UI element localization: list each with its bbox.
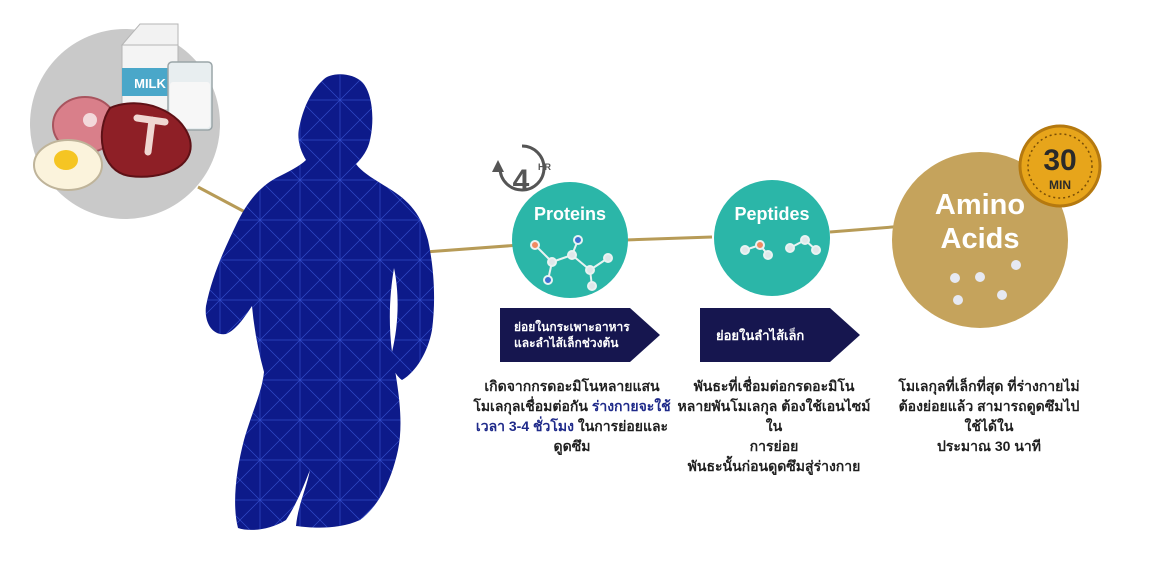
amino-desc-line-3: ใช้ได้ใน bbox=[964, 418, 1014, 434]
peptides-desc-line-4: พันธะนั้นก่อนดูดซึมสู่ร่างกาย bbox=[687, 458, 861, 474]
proteins-title: Proteins bbox=[533, 204, 607, 224]
peptides-title: Peptides bbox=[734, 204, 810, 224]
amino-description: โมเลกุลที่เล็กที่สุด ที่ร่างกายไม่ ต้องย… bbox=[884, 376, 1094, 456]
fried-egg-icon bbox=[33, 139, 103, 191]
amino-title: Amino Acids bbox=[900, 188, 1060, 256]
proteins-arrow-shape bbox=[500, 308, 660, 362]
proteins-badge-number: 4 bbox=[513, 164, 530, 197]
amino-badge-unit: MIN bbox=[1049, 178, 1071, 192]
milk-label: MILK bbox=[134, 76, 166, 91]
peptides-description: พันธะที่เชื่อมต่อกรดอะมิโน หลายพันโมเลกุ… bbox=[676, 376, 872, 476]
proteins-desc-highlight-1: ร่างกายจะใช้ bbox=[591, 398, 671, 414]
proteins-desc-text-2: โมเลกุลเชื่อมต่อกัน bbox=[473, 398, 592, 414]
proteins-desc-text-4: ดูดซึม bbox=[553, 438, 591, 454]
amino-circle bbox=[892, 152, 1068, 328]
four-hour-badge-icon: 4 HR bbox=[492, 144, 551, 197]
steak-icon bbox=[100, 102, 192, 178]
proteins-arrow-line-2: และลำไส้เล็กช่วงต้น bbox=[514, 336, 619, 350]
peptides-arrow-shape bbox=[700, 308, 860, 362]
food-connector bbox=[197, 185, 246, 214]
peptides-molecule-icon bbox=[740, 235, 821, 260]
amino-title-line2: Acids bbox=[940, 223, 1020, 255]
amino-desc-line-1: โมเลกุลที่เล็กที่สุด ที่ร่างกายไม่ bbox=[898, 378, 1080, 394]
proteins-badge-unit: HR bbox=[538, 162, 551, 172]
amino-desc-line-4: ประมาณ 30 นาที bbox=[936, 438, 1041, 454]
peptides-arrow-label: ย่อยในลำไส้เล็ก bbox=[716, 328, 805, 343]
connector-peptides-amino bbox=[829, 224, 906, 234]
proteins-description: เกิดจากกรดอะมิโนหลายแสน โมเลกุลเชื่อมต่อ… bbox=[472, 376, 672, 456]
milk-glass-icon bbox=[167, 61, 213, 131]
peptides-desc-line-3: การย่อย bbox=[749, 438, 799, 454]
amino-badge-number: 30 bbox=[1043, 144, 1076, 177]
amino-dots-icon bbox=[950, 260, 1021, 305]
connector-body-proteins bbox=[424, 243, 521, 254]
peptides-circle bbox=[714, 180, 830, 296]
connector-proteins-peptides bbox=[624, 235, 713, 242]
runner-body bbox=[205, 74, 435, 530]
peptides-desc-line-2: หลายพันโมเลกุล ต้องใช้เอนไซม์ใน bbox=[677, 398, 871, 434]
proteins-arrow-line-1: ย่อยในกระเพาะอาหาร bbox=[514, 320, 630, 334]
thirty-min-timer-icon: 30 MIN bbox=[1018, 124, 1102, 208]
proteins-molecule-icon bbox=[530, 235, 613, 291]
proteins-desc-highlight-2: เวลา 3-4 ชั่วโมง bbox=[475, 418, 574, 434]
amino-title-line1: Amino bbox=[934, 189, 1026, 221]
proteins-desc-text-1: เกิดจากกรดอะมิโนหลายแสน bbox=[484, 378, 660, 394]
proteins-arrow-label: ย่อยในกระเพาะอาหาร และลำไส้เล็กช่วงต้น bbox=[514, 319, 634, 351]
proteins-circle bbox=[512, 182, 628, 298]
proteins-desc-text-3: ในการย่อยและ bbox=[573, 418, 669, 434]
amino-desc-line-2: ต้องย่อยแล้ว สามารถดูดซึมไป bbox=[898, 398, 1080, 414]
peptides-desc-line-1: พันธะที่เชื่อมต่อกรดอะมิโน bbox=[693, 378, 855, 394]
